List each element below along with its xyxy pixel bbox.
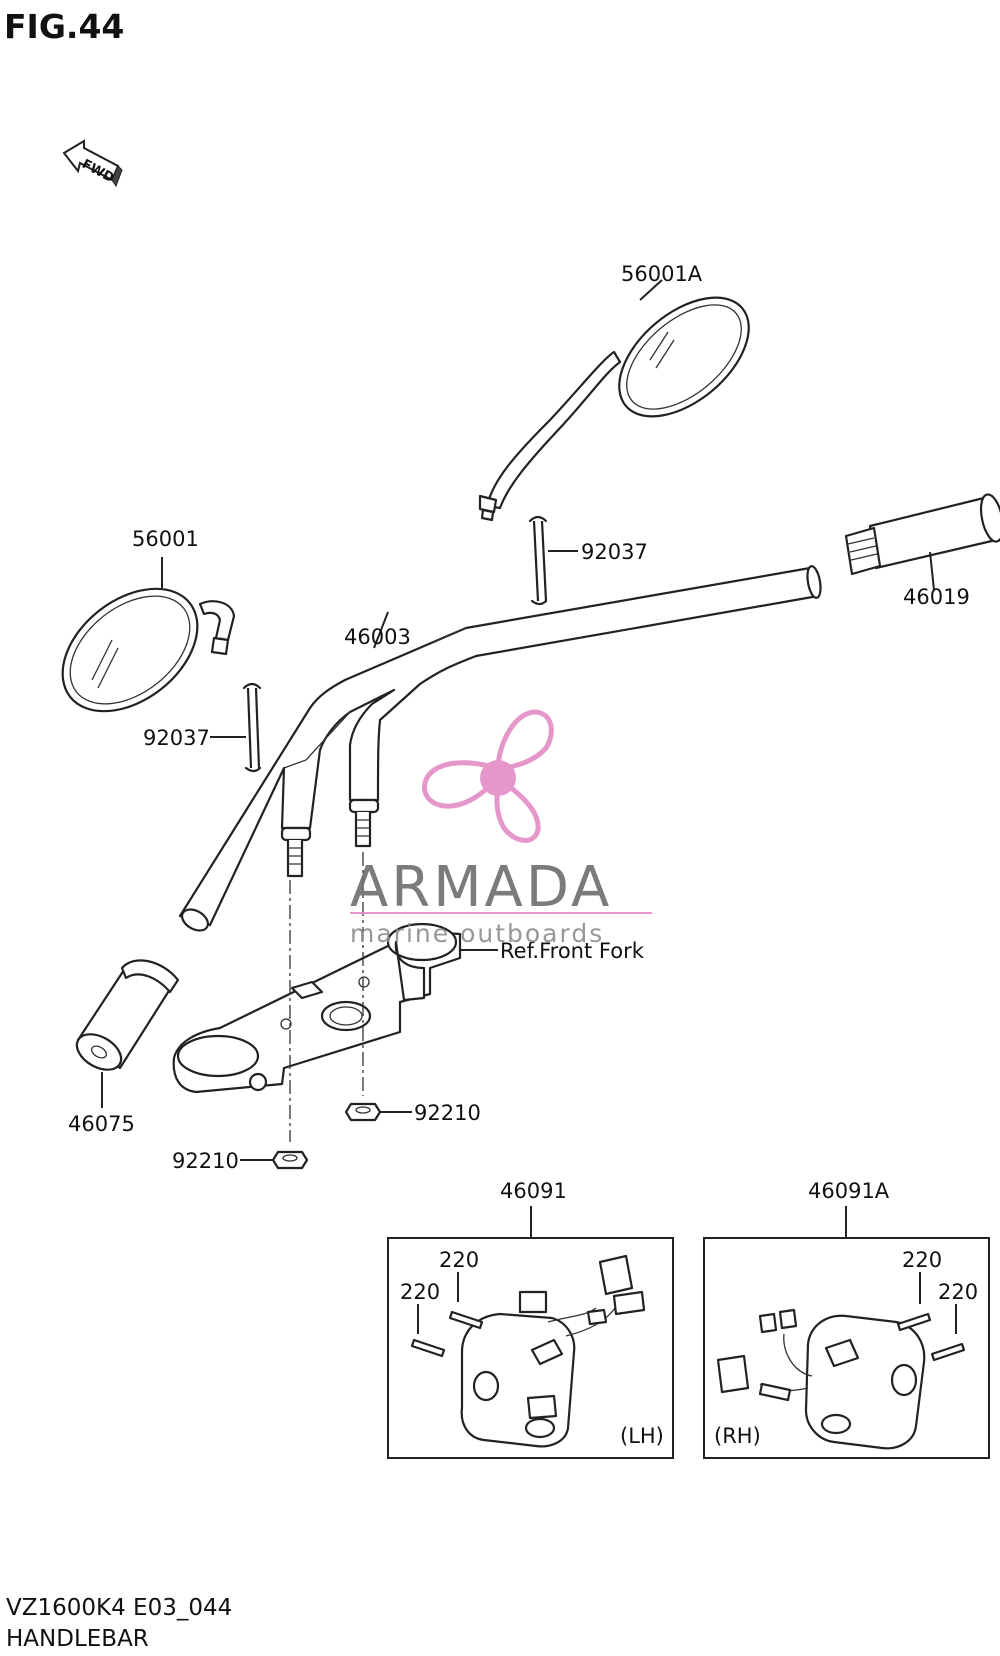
- callout-220-rh-b: 220: [938, 1280, 978, 1304]
- callout-46019: 46019: [903, 585, 970, 609]
- footer-section-name: HANDLEBAR: [6, 1626, 149, 1652]
- mirror-left: [61, 557, 236, 713]
- callout-46091a: 46091A: [808, 1179, 890, 1203]
- lh-tag: (LH): [620, 1424, 664, 1448]
- rh-tag: (RH): [714, 1424, 761, 1448]
- grip-right: [844, 493, 1000, 591]
- handlebar: [178, 565, 822, 932]
- grip-left: [75, 959, 180, 1108]
- footer-model-code: VZ1600K4 E03_044: [6, 1595, 232, 1621]
- clamp-lower: [210, 682, 262, 773]
- nut-left: [240, 1150, 309, 1170]
- upper-bracket: [172, 922, 498, 1094]
- clamp-upper: [528, 515, 578, 606]
- mirror-right: [478, 279, 750, 522]
- watermark: ARMADA marine outboards: [350, 709, 652, 948]
- callout-92210-right: 92210: [414, 1101, 481, 1125]
- switch-box-rh: [703, 1237, 990, 1459]
- callout-92037-upper: 92037: [581, 540, 648, 564]
- watermark-brand: ARMADA: [350, 855, 612, 920]
- callout-92210-left: 92210: [172, 1149, 239, 1173]
- forward-arrow-icon: FWD: [62, 139, 123, 188]
- switch-rh: [716, 1272, 966, 1450]
- callout-56001a: 56001A: [621, 262, 703, 286]
- callout-220-lh-a: 220: [439, 1248, 479, 1272]
- propeller-logo-icon: [421, 709, 554, 843]
- callout-220-rh-a: 220: [902, 1248, 942, 1272]
- figure-title: FIG.44: [4, 7, 124, 46]
- callout-46091: 46091: [500, 1179, 567, 1203]
- callout-220-lh-b: 220: [400, 1280, 440, 1304]
- switch-box-lh: [387, 1237, 674, 1459]
- callout-46075: 46075: [68, 1112, 135, 1136]
- nut-right: [344, 1102, 412, 1122]
- watermark-tagline: marine outboards: [350, 919, 604, 948]
- callout-56001: 56001: [132, 527, 199, 551]
- switch-lh: [410, 1254, 646, 1448]
- callout-ref-front-fork: Ref.Front Fork: [500, 939, 645, 963]
- callout-92037-lower: 92037: [143, 726, 210, 750]
- callout-46003: 46003: [344, 625, 411, 649]
